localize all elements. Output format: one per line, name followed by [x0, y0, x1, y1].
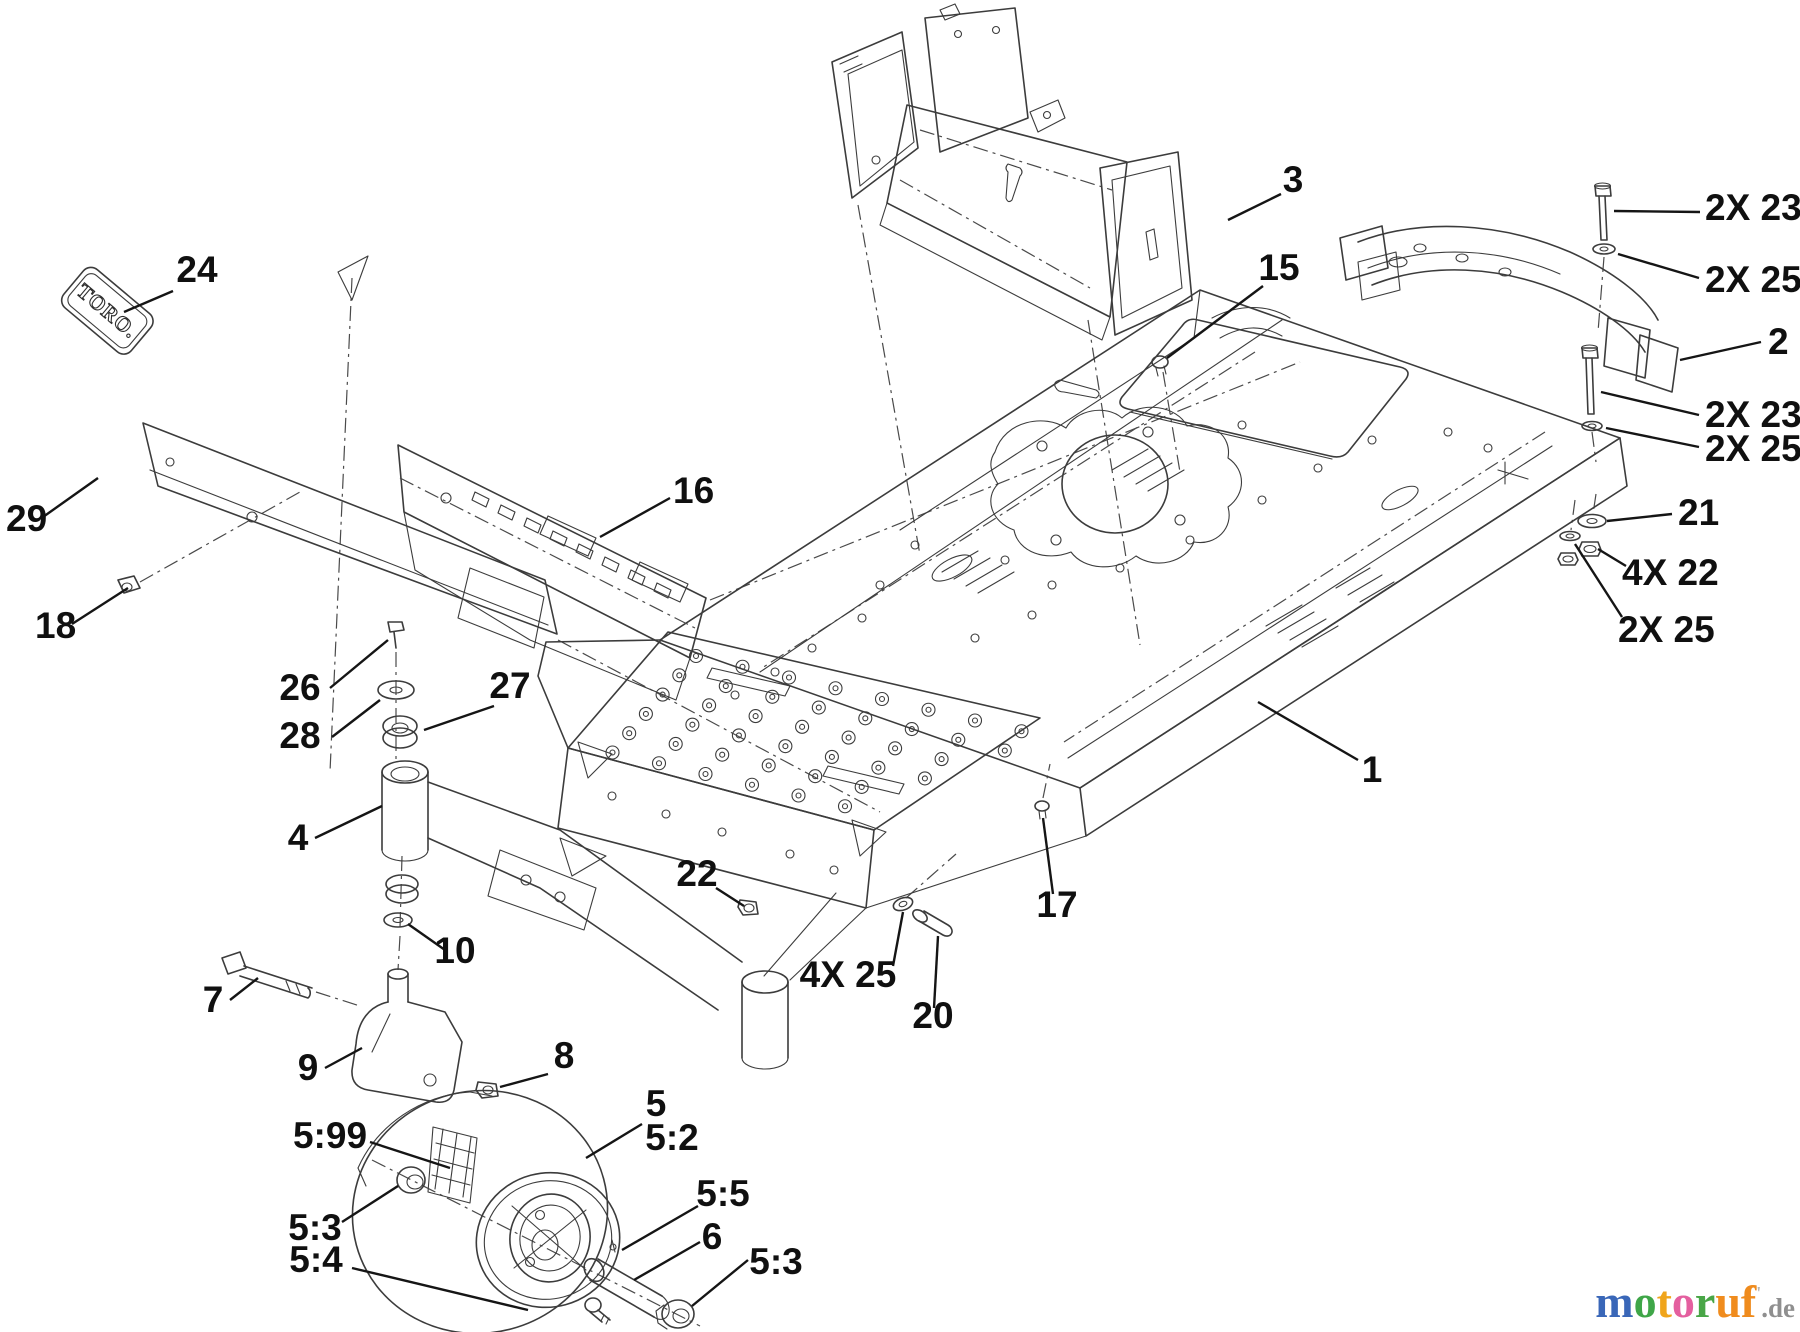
leader-line-27 — [423, 704, 495, 732]
leader-line-2X-25 — [1573, 543, 1624, 618]
part-callout-4: 4 — [288, 817, 309, 858]
leader-line-28 — [331, 699, 381, 738]
part-callout-2X-23: 2X 23 — [1705, 394, 1800, 435]
leader-line-22 — [715, 886, 745, 908]
part-callout-17: 17 — [1036, 884, 1077, 925]
part-callout-2: 2 — [1768, 321, 1789, 362]
part-callout-4X-25: 4X 25 — [800, 954, 897, 995]
toro-badge-text: TORO. — [72, 279, 142, 343]
leader-line-5 — [585, 1122, 643, 1160]
part-callout-1: 1 — [1362, 749, 1383, 790]
part-callout-5-5: 5:5 — [696, 1173, 749, 1214]
part-callout-6: 6 — [702, 1216, 723, 1257]
part-callout-29: 29 — [6, 498, 47, 539]
leader-line-1 — [1257, 700, 1359, 762]
leader-line-2X-25 — [1617, 252, 1700, 280]
leader-line-24 — [123, 289, 174, 314]
part-callout-3: 3 — [1283, 159, 1304, 200]
part-callout-4X-22: 4X 22 — [1622, 552, 1719, 593]
motoruf-logo: motoruf'.de — [1595, 1276, 1795, 1327]
leader-line-21 — [1606, 512, 1673, 523]
part-callout-2X-25: 2X 25 — [1618, 609, 1715, 650]
bumper-part-2 — [1339, 225, 1679, 393]
part-callout-24: 24 — [176, 249, 218, 290]
leader-line-2X-23 — [1613, 209, 1701, 214]
frame-holes — [730, 420, 1493, 700]
leader-line-26 — [329, 639, 389, 689]
wheel-part-5 — [351, 1089, 695, 1332]
footrest-dimples — [605, 648, 1029, 814]
part-callout-27: 27 — [489, 665, 530, 706]
side-panel-part-29 — [142, 255, 558, 649]
leader-line-10 — [407, 923, 446, 951]
construction-lines — [139, 204, 1605, 1327]
part-callout-26: 26 — [279, 667, 320, 708]
leader-line-17 — [1041, 817, 1055, 895]
leader-line-6 — [633, 1240, 701, 1282]
leader-line-2 — [1679, 340, 1762, 362]
leader-line-18 — [71, 586, 129, 626]
leader-line-9 — [324, 1046, 363, 1070]
part-callout-20: 20 — [912, 995, 953, 1036]
caster-arm-part-4 — [377, 621, 743, 1011]
leader-line-4X-25 — [891, 911, 905, 967]
part-callout-28: 28 — [279, 715, 320, 756]
leader-line-4 — [314, 804, 383, 840]
vent-slots — [941, 448, 1395, 648]
leader-line-8 — [499, 1072, 549, 1089]
part-callout-2X-25: 2X 25 — [1705, 259, 1800, 300]
leader-line-29 — [42, 477, 99, 518]
part-callout-8: 8 — [554, 1035, 575, 1076]
leader-line-20 — [932, 935, 940, 1009]
shield-slots — [471, 491, 672, 599]
part-callout-16: 16 — [673, 470, 714, 511]
leader-line-5-4 — [351, 1266, 529, 1312]
part-callout-2X-23: 2X 23 — [1705, 187, 1800, 228]
caster-fork-part-9 — [221, 951, 499, 1104]
leader-line-16 — [599, 496, 671, 539]
part-callout-21: 21 — [1678, 492, 1719, 533]
heat-shield-part-16 — [397, 444, 707, 701]
frame-part-1 — [537, 289, 1628, 1070]
leader-line-3 — [1227, 192, 1282, 222]
fasteners — [117, 182, 1616, 937]
leader-line-5-3 — [691, 1259, 749, 1307]
part-callout-5-3: 5:3 — [288, 1207, 341, 1248]
part-callout-5: 5 — [646, 1083, 667, 1124]
part-callout-5-99: 5:99 — [293, 1115, 367, 1156]
leader-line-5-3 — [341, 1184, 399, 1224]
tread-patch-5-99 — [427, 1126, 478, 1204]
leader-line-2X-23 — [1600, 390, 1700, 417]
leader-line-5-99 — [369, 1140, 451, 1170]
leader-line-15 — [1166, 285, 1264, 359]
part-callout-7: 7 — [203, 979, 224, 1020]
bracket-part-3 — [831, 3, 1193, 341]
part-callout-5-2: 5:2 — [645, 1117, 698, 1158]
part-callout-22: 22 — [676, 853, 717, 894]
leader-line-2X-25 — [1605, 426, 1700, 449]
leader-line-5-5 — [621, 1204, 699, 1252]
part-callout-2X-25: 2X 25 — [1705, 428, 1800, 469]
part-callout-10: 10 — [434, 930, 475, 971]
part-callout-5-4: 5:4 — [289, 1239, 343, 1280]
toro-badge-part-24: TORO. — [60, 266, 154, 355]
part-callout-15: 15 — [1258, 247, 1299, 288]
part-callout-5-3: 5:3 — [749, 1241, 802, 1282]
leader-line-4X-22 — [1597, 547, 1627, 568]
part-callout-9: 9 — [298, 1047, 319, 1088]
leader-line-7 — [229, 977, 259, 1001]
part-callout-18: 18 — [35, 605, 76, 646]
